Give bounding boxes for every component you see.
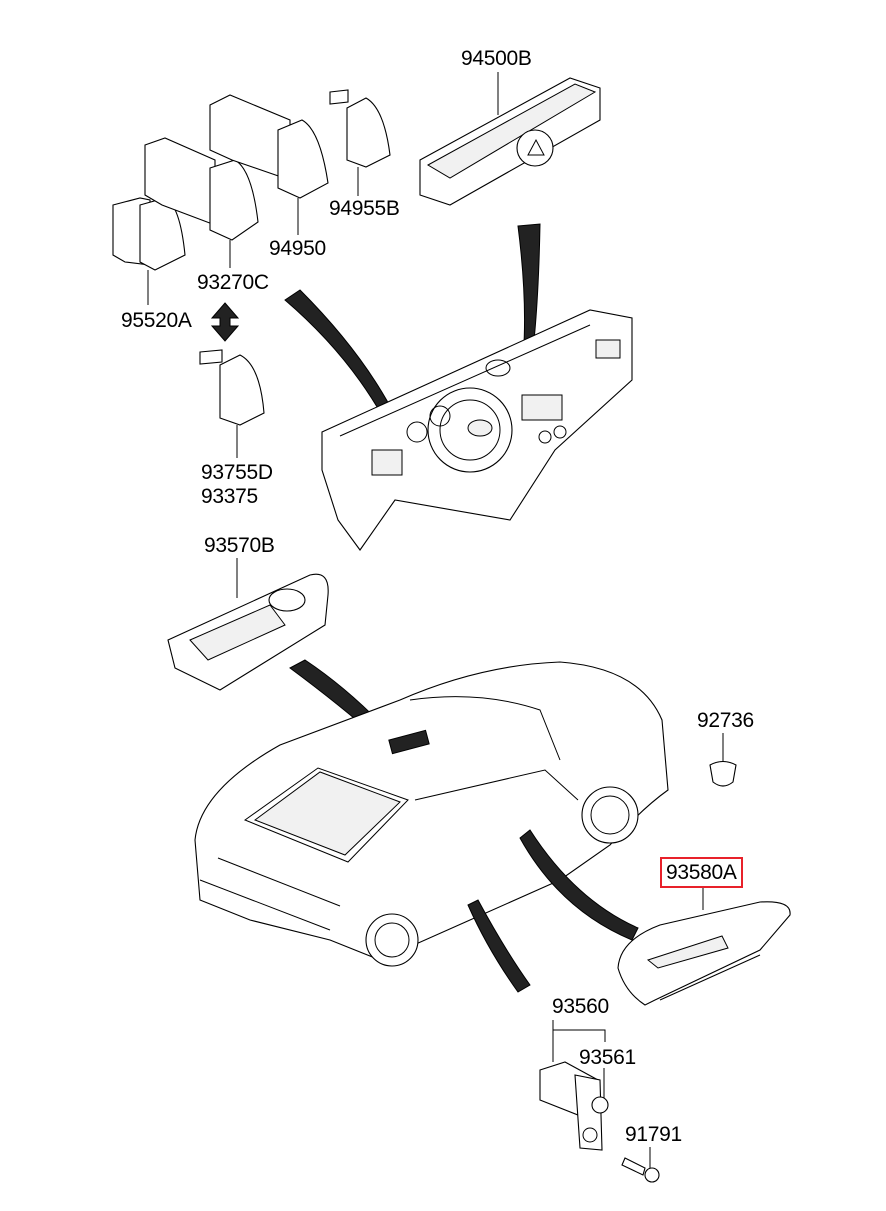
car-illustration (194, 661, 669, 967)
switch-95520A[interactable] (112, 197, 186, 305)
part-label-93755D[interactable]: 93755D (201, 461, 273, 484)
part-label-93375[interactable]: 93375 (201, 485, 258, 508)
switch-94955B[interactable] (329, 89, 391, 196)
pointer-arrow-93580A (519, 829, 639, 941)
pointer-arrow-93560 (467, 899, 531, 993)
dashboard-illustration (321, 309, 633, 551)
part-label-94500B[interactable]: 94500B (461, 47, 532, 70)
part-label-95520A[interactable]: 95520A (121, 309, 192, 332)
part-label-93270C[interactable]: 93270C (197, 271, 269, 294)
clip-92736[interactable] (709, 733, 737, 787)
part-label-93561[interactable]: 93561 (579, 1046, 636, 1069)
hazard-switch-94500B[interactable] (419, 72, 601, 206)
window-switch-93570B[interactable] (167, 558, 329, 691)
part-label-94955B[interactable]: 94955B (329, 197, 400, 220)
part-label-93570B[interactable]: 93570B (204, 534, 275, 557)
window-switch-93580A[interactable] (617, 886, 791, 1006)
part-label-94950[interactable]: 94950 (269, 237, 326, 260)
part-label-92736[interactable]: 92736 (697, 709, 754, 732)
door-switch-93560[interactable] (539, 1020, 609, 1151)
part-label-91791[interactable]: 91791 (625, 1123, 682, 1146)
switch-94950[interactable] (209, 94, 329, 235)
switch-93270C[interactable] (144, 137, 259, 268)
screw-91791[interactable] (621, 1147, 660, 1183)
switch-93755D[interactable] (199, 349, 265, 458)
part-label-93560[interactable]: 93560 (552, 995, 609, 1018)
part-label-93580A[interactable]: 93580A (660, 857, 743, 888)
double-arrow-icon (210, 302, 240, 342)
